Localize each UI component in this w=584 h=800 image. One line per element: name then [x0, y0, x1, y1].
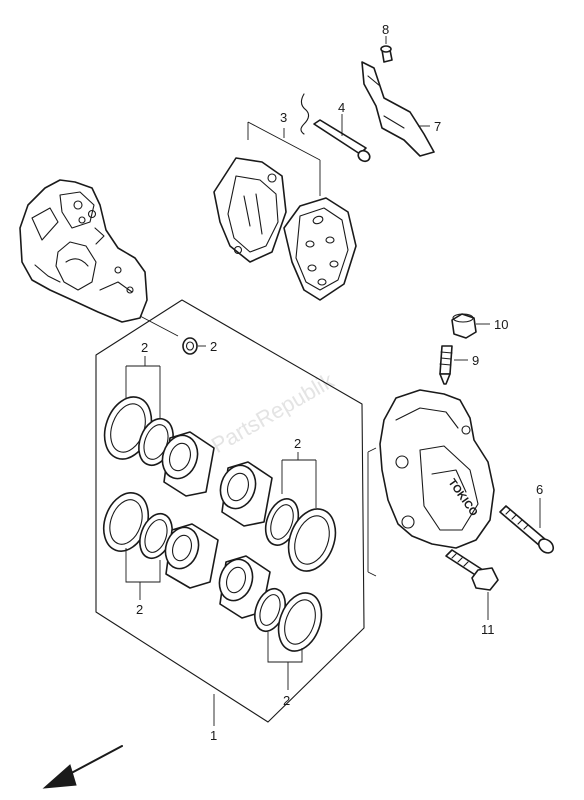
callout-2-left-bottom: 2 [136, 602, 143, 617]
bracket-right-caliper [367, 447, 377, 577]
watermark: PartsRepublik [207, 367, 339, 458]
callout-2-right-top: 2 [294, 436, 301, 451]
pad-spring-bracket[interactable] [361, 61, 435, 157]
brake-pad-1[interactable] [213, 157, 287, 263]
bracket-2-left-bottom [125, 548, 161, 600]
brake-pad-2[interactable] [283, 197, 357, 301]
bleeder-cap[interactable] [451, 313, 477, 339]
callout-6: 6 [536, 482, 543, 497]
leader-caliper-to-kit [139, 315, 179, 337]
mounting-bolt-11[interactable] [445, 549, 499, 591]
callout-2-left-top: 2 [141, 340, 148, 355]
bracket-3 [247, 121, 321, 196]
bracket-2-left-top [125, 356, 161, 420]
callout-1: 1 [210, 728, 217, 743]
callout-3: 3 [280, 110, 287, 125]
piston-seal-ring-4[interactable] [271, 587, 329, 657]
piston-kit-group-box [95, 299, 365, 723]
front-direction-arrow-icon [42, 745, 123, 789]
piston-1[interactable] [157, 431, 215, 497]
pad-pin[interactable] [313, 119, 372, 163]
bracket-2-right-bottom [267, 632, 303, 690]
callout-2-upper: 2 [210, 339, 217, 354]
bleeder-screw[interactable] [439, 345, 453, 385]
mounting-bolt-6[interactable] [499, 505, 556, 556]
callout-10: 10 [494, 317, 508, 332]
piston-3[interactable] [160, 523, 219, 589]
callout-11: 11 [481, 622, 495, 637]
piston-2[interactable] [215, 461, 273, 527]
pad-clip[interactable] [300, 93, 310, 135]
screw-small[interactable] [380, 45, 393, 63]
caliper-body-left[interactable] [19, 179, 148, 323]
caliper-body-right[interactable]: TOKICO [379, 389, 495, 549]
callout-8: 8 [382, 22, 389, 37]
bracket-2-right-top [281, 452, 317, 508]
watermark-text: PartsRepublik [207, 367, 339, 458]
callout-4: 4 [338, 100, 345, 115]
callout-2-right-bottom: 2 [283, 693, 290, 708]
callout-9: 9 [472, 353, 479, 368]
callout-7: 7 [434, 119, 441, 134]
piston-seal-ring-3[interactable] [96, 487, 156, 558]
dust-seal-small[interactable] [182, 337, 198, 355]
piston-seal-ring-2[interactable] [280, 502, 343, 577]
